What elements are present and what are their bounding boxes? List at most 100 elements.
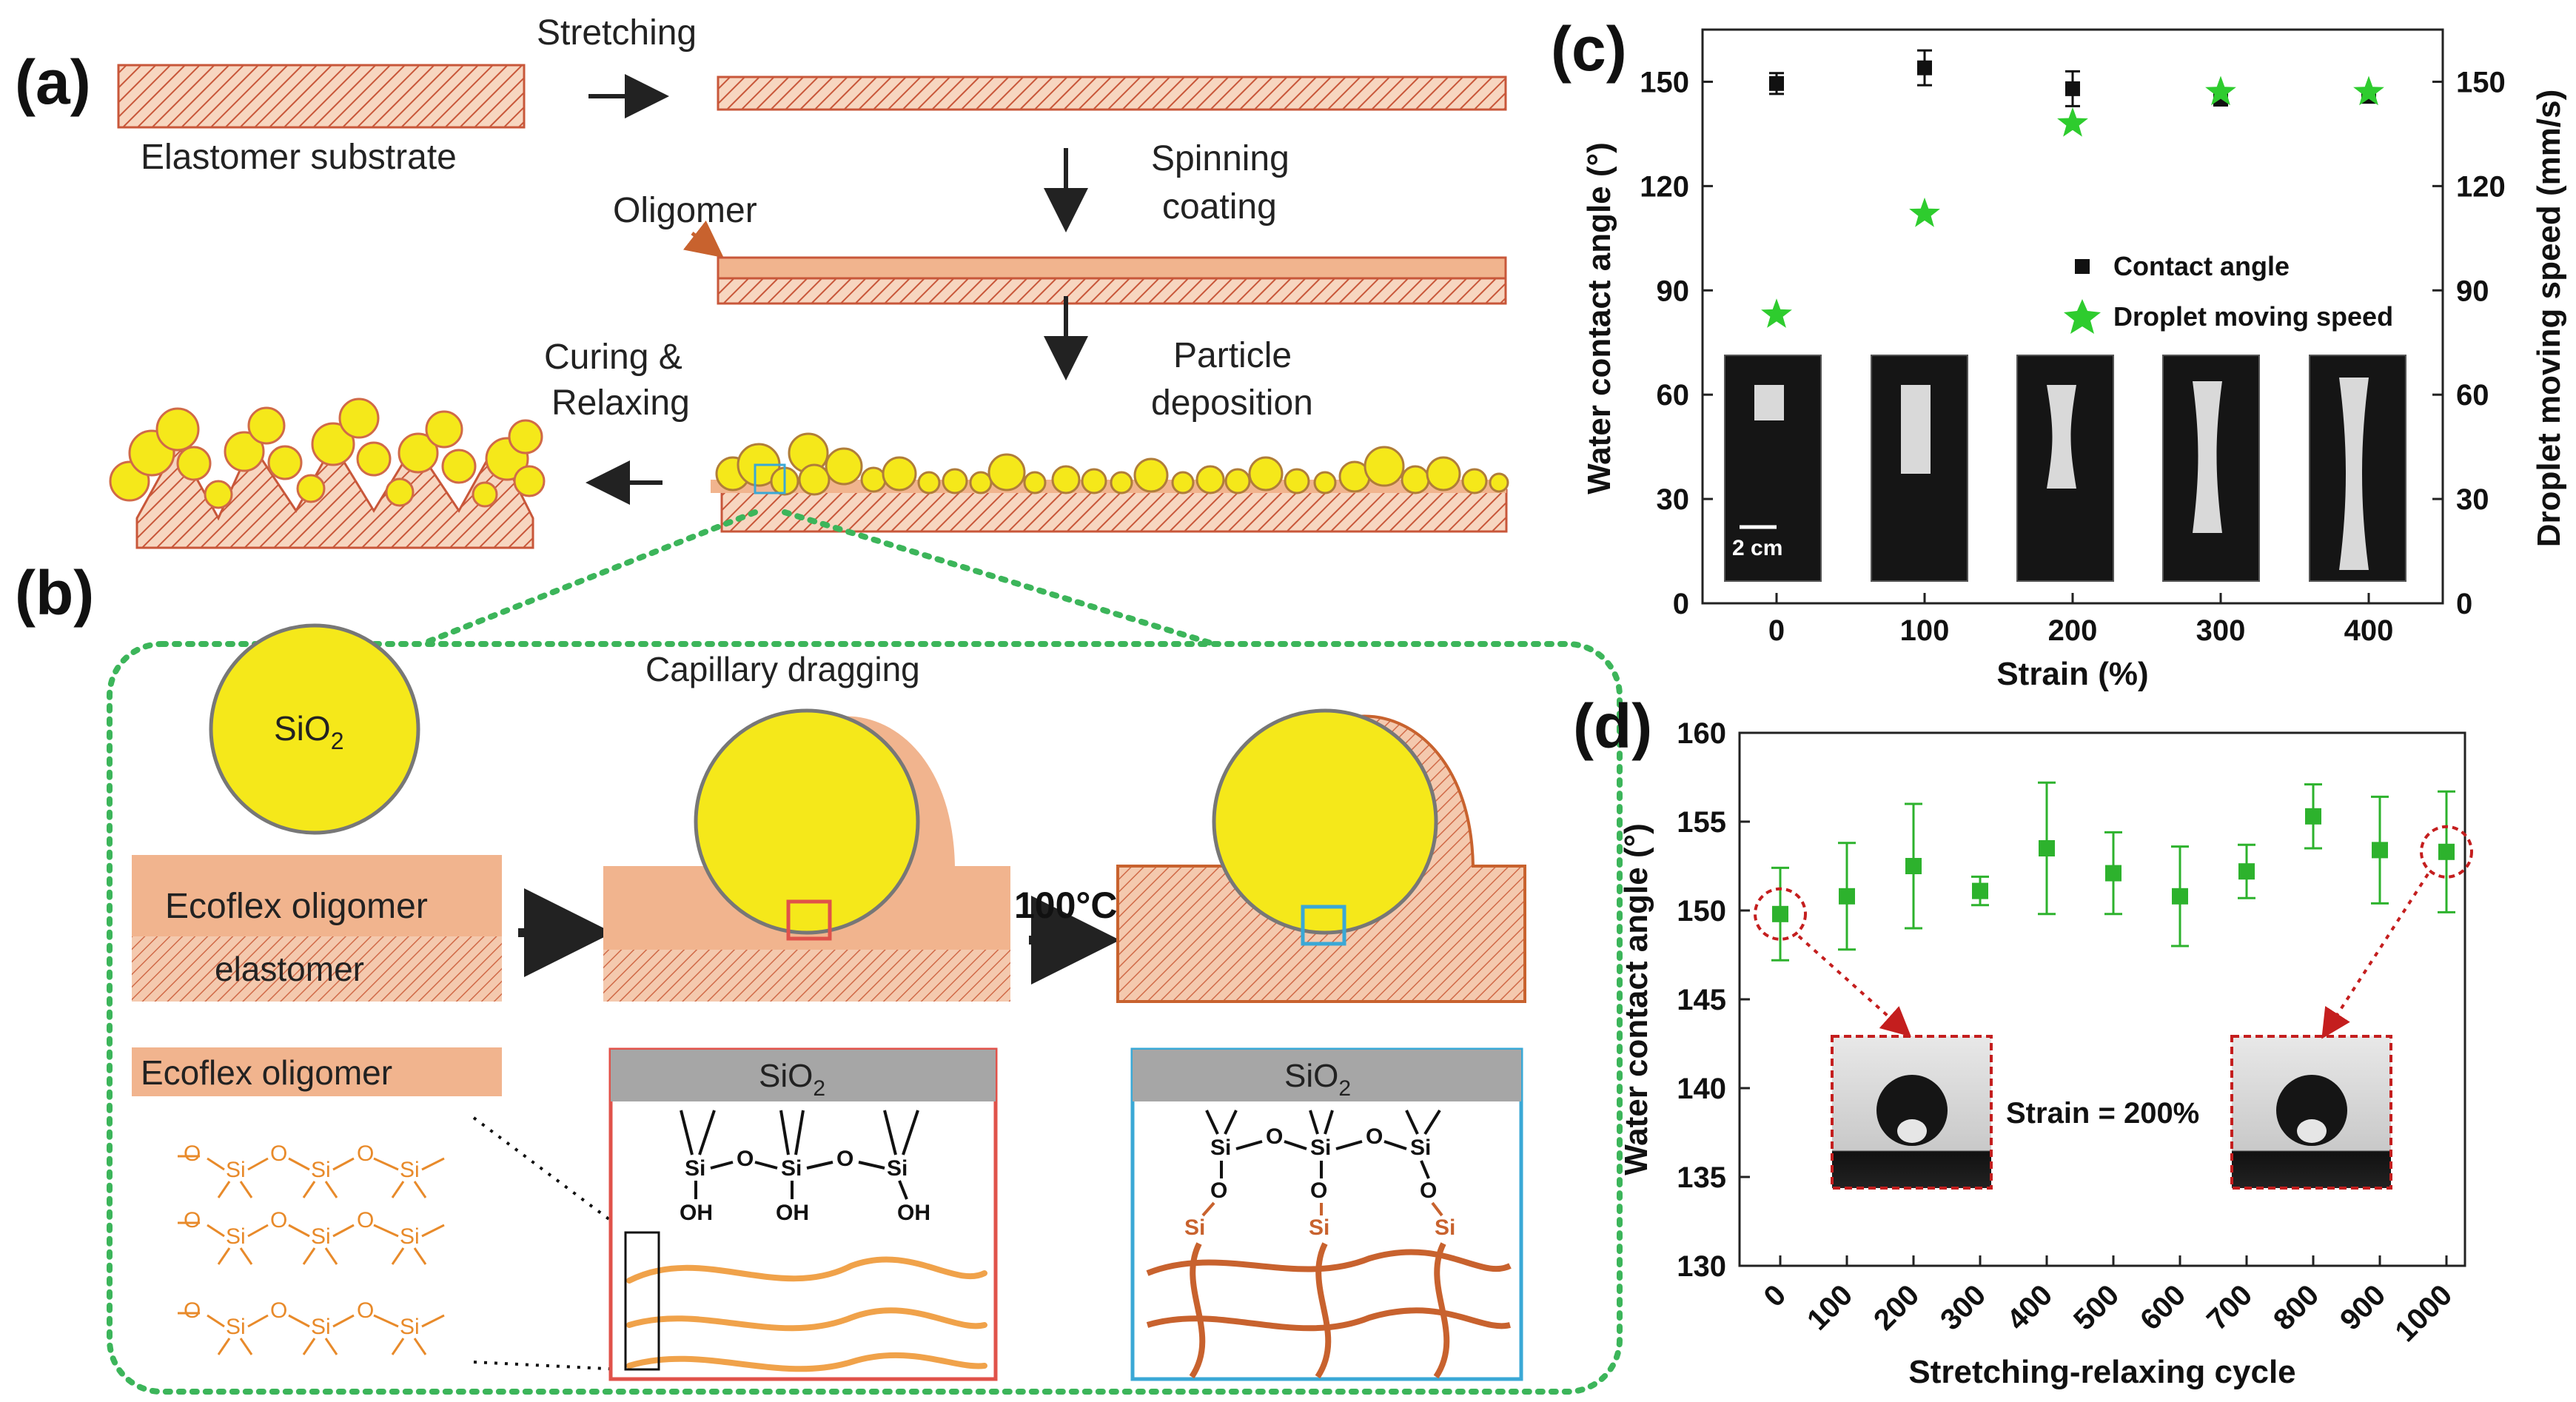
chart-c-ytick-label: 120 [1640,170,1689,203]
droplet-speed-point [1761,298,1792,328]
zoom-line-left [419,509,758,647]
photo-strip-100 [1871,355,1968,582]
chain-row-2-o: O [184,1208,201,1232]
particle [385,477,415,507]
chain-row-3-o2: O [270,1298,287,1323]
oligomer-label: Oligomer [613,191,757,230]
red-oh-3: OH [897,1201,930,1225]
cycle-point [1839,888,1855,905]
blue-network-crosslink-1 [1189,1242,1206,1379]
curing-label-1: Curing & [544,338,682,377]
spin-coating-label-2: coating [1162,187,1277,227]
red-si-2: Si [781,1156,802,1181]
particle [942,468,968,494]
cured-wrinkled-surface [109,398,546,549]
particle-deposition-label-2: deposition [1151,383,1313,423]
particle [1110,471,1133,494]
deposited-particles [711,432,1509,533]
red-detail-sio2-label: SiO2 [759,1058,825,1101]
red-detail-frame [608,1047,998,1381]
deposition-substrate [720,489,1508,533]
chart-c-y2tick-label: 120 [2456,170,2506,203]
cycle-point [1972,882,1988,899]
particle [441,449,477,484]
cured-particle [1212,708,1438,935]
chain-row-3-si: Si [226,1315,246,1339]
highlight-circle-first [1754,887,1807,941]
blue-detail-box: SiO2 Si O Si O Si O O O Si Si Si [1130,1047,1523,1381]
particle [1489,472,1509,493]
elastomer-substrate [117,64,526,129]
photo-strip-200 [2016,355,2114,582]
sio2-label: SiO2 [274,709,343,754]
particle-deposition-label-1: Particle [1173,336,1292,375]
chart-d-ytick-label: 160 [1677,717,1726,750]
particle [513,465,546,497]
particle [296,474,326,503]
particle [508,419,543,455]
particle [1081,468,1107,494]
panel-label-b: (b) [15,558,94,628]
chart-d-ytick-label: 130 [1677,1250,1726,1283]
particle [1284,468,1310,494]
coated-substrate [717,277,1507,305]
droplet-inset-right [2230,1035,2392,1190]
zoom-frame [107,641,1623,1395]
red-chain-3 [626,1352,987,1372]
particle [155,407,200,452]
chart-c-ylabel: Water contact angle (°) [1581,142,1617,494]
particle [267,445,303,480]
chart-d-xtick-label: 600 [2134,1278,2192,1336]
oligomer-chains: O Si O Si O Si O Si O Si O Si O Si O Si … [184,1141,420,1339]
blue-zoom-box [1301,905,1346,946]
droplet-speed-point [1909,197,1940,227]
panel-label-a: (a) [15,47,91,117]
chart-c-legend: Contact angle Droplet moving speed [2064,251,2393,334]
particle [987,453,1026,492]
chart-c-xtick-label: 100 [1900,614,1950,647]
chart-c-marks [1761,49,2384,328]
chain-row-2-si3: Si [400,1224,420,1249]
chart-c-y2tick-label: 90 [2456,275,2489,307]
chart-c-photos: 2 cm [1724,355,2406,582]
chain-row-2-si2: Si [311,1224,331,1249]
particle [1051,465,1081,494]
chart-d-xtick-label: 100 [1801,1278,1859,1336]
panel-b: (b) SiO2 Ecoflex oligomer elastomer Capi… [15,509,1623,1395]
red-oh-2: OH [776,1201,809,1225]
red-detail-box: SiO2 Si O Si O Si OH OH OH [608,1047,998,1381]
stretched-substrate [717,76,1507,111]
particle [247,406,286,445]
ecoflex-oligomer-label-2: Ecoflex oligomer [141,1053,392,1092]
chart-c-y2tick-label: 60 [2456,379,2489,412]
chain-bonds [178,1155,445,1355]
chart-c-y2tick-label: 150 [2456,66,2506,98]
particle [882,456,917,492]
chart-d-marks [1754,781,2473,1039]
particle [176,446,212,481]
particle [798,463,831,496]
highlight-circle-last [2420,825,2473,879]
sio2-particle [209,623,420,835]
chart-d-xtick-label: 700 [2201,1278,2258,1336]
chart-d-xtick-label: 800 [2267,1278,2325,1336]
chart-d-ylabel: Water contact angle (°) [1618,823,1654,1175]
blue-detail-sio2-label: SiO2 [1284,1058,1351,1101]
chart-c-xtick-label: 0 [1768,614,1785,647]
blue-si-network-3: Si [1435,1215,1455,1240]
chart-d-ytick-label: 140 [1677,1073,1726,1105]
blue-si-1: Si [1210,1136,1231,1160]
blue-detail-sio2-surface [1133,1050,1521,1101]
blue-network-chain-1 [1146,1249,1512,1276]
chart-c-y2label: Droplet moving speed (mm/s) [2531,90,2567,548]
particle [398,432,439,474]
photo-strip-300 [2162,355,2260,582]
droplet-speed-point [2057,107,2088,137]
panel-a: (a) Elastomer substrate Stretching Spinn… [15,13,1509,549]
spin-coating-label-1: Spinning [1151,139,1289,178]
particle [1195,465,1225,494]
chain-row-1-si2: Si [311,1158,331,1182]
strain-annotation: Strain = 200% [2006,1097,2199,1130]
